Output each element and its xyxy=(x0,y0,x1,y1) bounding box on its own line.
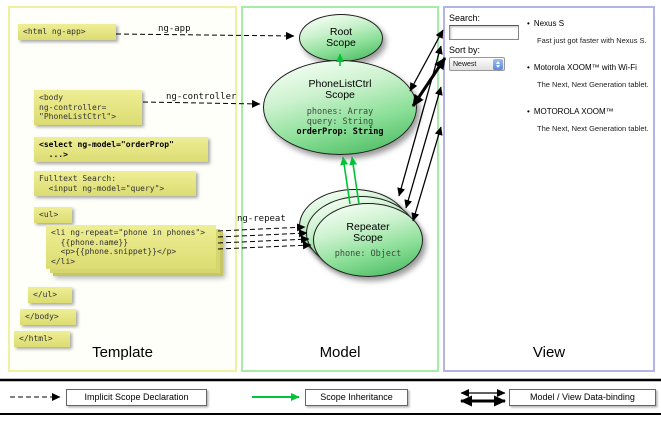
phone-item-name: MOTOROLA XOOM™ xyxy=(527,107,653,116)
ng-repeat-label: ng-repeat xyxy=(237,214,286,224)
phone-item-snippet: Fast just got faster with Nexus S. xyxy=(537,36,647,45)
arrow-down-icon xyxy=(496,64,500,68)
repeater-scope-title: Repeater Scope xyxy=(346,220,390,244)
root-scope-title: Root Scope xyxy=(326,25,356,49)
phone-item-name: Motorola XOOM™ with Wi-Fi xyxy=(527,63,653,72)
legend-scope-inheritance: Scope Inheritance xyxy=(305,389,408,406)
ng-app-label: ng-app xyxy=(158,24,191,34)
scope-prop-phone: phone: Object xyxy=(334,248,402,259)
view-search-label: Search: xyxy=(449,13,481,23)
code-select-ng-model: <select ng-model="orderProp" ...> xyxy=(34,137,208,162)
phonelistctrl-scope-ellipse: PhoneListCtrl Scope phones: Array query:… xyxy=(263,60,417,155)
code-html-open: <html ng-app> xyxy=(18,24,116,40)
scope-prop-orderprop: orderProp: String xyxy=(296,126,384,137)
phonelistctrl-scope-title: PhoneListCtrl Scope xyxy=(308,77,372,101)
model-panel-label: Model xyxy=(319,344,361,361)
template-panel-label: Template xyxy=(92,344,153,361)
legend-implicit-scope-declaration: Implicit Scope Declaration xyxy=(66,389,207,406)
legend-model-view-databinding: Model / View Data-binding xyxy=(509,389,656,406)
scope-prop-query: query: String xyxy=(306,116,374,127)
phone-item-snippet: The Next, Next Generation tablet. xyxy=(537,124,649,133)
view-sort-select[interactable]: Newest xyxy=(449,57,505,71)
code-html-close: </html> xyxy=(14,331,70,347)
code-body-open: <body ng-controller= "PhoneListCtrl"> xyxy=(34,90,142,125)
view-sort-selected-value: Newest xyxy=(453,60,477,68)
code-ul-close: </ul> xyxy=(28,287,72,303)
scope-prop-phones: phones: Array xyxy=(306,106,374,117)
code-fulltext-search-input: Fulltext Search: <input ng-model="query"… xyxy=(34,171,196,196)
view-sort-label: Sort by: xyxy=(449,45,481,55)
view-search-input[interactable] xyxy=(449,25,519,40)
repeater-scope-ellipse: Repeater Scope phone: Object xyxy=(313,203,423,277)
code-li-ng-repeat: <li ng-repeat="phone in phones"> {{phone… xyxy=(46,225,216,269)
code-body-close: </body> xyxy=(20,309,76,325)
ng-controller-label: ng-controller xyxy=(166,92,237,102)
phone-item-name: Nexus S xyxy=(527,19,653,28)
phone-item-snippet: The Next, Next Generation tablet. xyxy=(537,80,649,89)
view-panel-label: View xyxy=(532,344,566,361)
root-scope-ellipse: Root Scope xyxy=(299,14,383,62)
arrow-up-icon xyxy=(496,60,500,64)
select-stepper-icon xyxy=(493,58,503,70)
code-ul-open: <ul> xyxy=(34,207,72,223)
